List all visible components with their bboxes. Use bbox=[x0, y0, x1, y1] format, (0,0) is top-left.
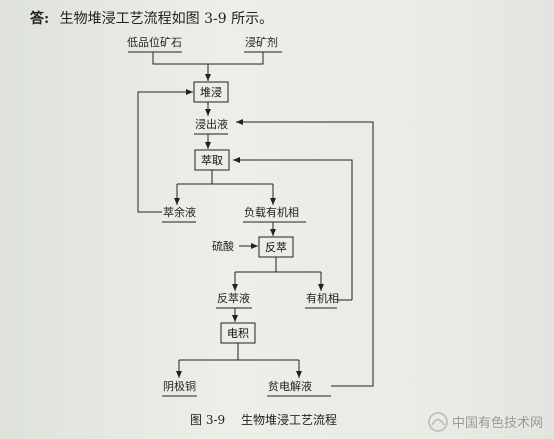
answer-text: 生物堆浸工艺流程如图 3-9 所示。 bbox=[59, 11, 274, 27]
organic-phase-label: 有机相 bbox=[306, 291, 339, 305]
raffinate-label: 萃余液 bbox=[163, 205, 196, 219]
stripping-label: 反萃 bbox=[265, 241, 287, 254]
organic-phase-return-line bbox=[233, 157, 353, 300]
spent-electrolyte-return-line bbox=[236, 119, 374, 387]
extraction-label: 萃取 bbox=[201, 154, 223, 167]
reagent-label: 浸矿剂 bbox=[245, 35, 278, 49]
raffinate-recycle-line bbox=[137, 89, 193, 213]
heap-leach-label: 堆浸 bbox=[200, 86, 222, 99]
heap-leach-box bbox=[193, 81, 229, 103]
electrowinning-label: 电积 bbox=[227, 327, 249, 340]
answer-label: 答: bbox=[30, 11, 50, 27]
watermark-text: 中国有色技术网 bbox=[452, 415, 543, 431]
figure-number: 图 3-9 bbox=[190, 413, 225, 427]
spent-electrolyte-label: 贫电解液 bbox=[268, 379, 312, 393]
answer-header: 答: 生物堆浸工艺流程如图 3-9 所示。 bbox=[30, 8, 273, 28]
loaded-organic-label: 负载有机相 bbox=[244, 205, 299, 219]
watermark-logo-icon bbox=[428, 412, 448, 432]
figure-title: 生物堆浸工艺流程 bbox=[241, 412, 337, 427]
cathode-copper-label: 阴极铜 bbox=[163, 379, 196, 393]
inputs-merge-line bbox=[152, 52, 264, 65]
sulfuric-acid-label: 硫酸 bbox=[212, 239, 234, 253]
strip-liquor-label: 反萃液 bbox=[217, 291, 250, 305]
ore-label: 低品位矿石 bbox=[127, 35, 182, 49]
watermark: 中国有色技术网 bbox=[428, 412, 543, 432]
pregnant-solution-label: 浸出液 bbox=[195, 117, 228, 131]
